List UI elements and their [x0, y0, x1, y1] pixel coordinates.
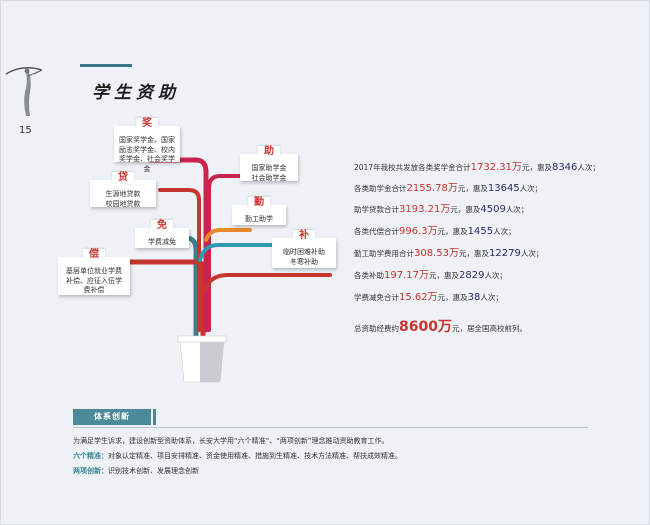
- stat-row: 各类助学金合计2155.78万元，惠及13645人次；: [354, 183, 543, 194]
- note-workstudy: 勤 勤工助学: [232, 197, 286, 225]
- page-title: 学生资助: [92, 83, 180, 103]
- stat-row: 各类补助197.17万元，惠及2829人次；: [354, 270, 507, 281]
- archer-emblem-icon: [5, 67, 43, 116]
- section-heading: 体系创新: [73, 409, 151, 425]
- note-char: 贷: [112, 172, 134, 184]
- trunk-teal: [147, 235, 199, 343]
- note-char: 助: [258, 146, 280, 158]
- section-six-precision: 六个精准：对象认定精准、项目安排精准、资金使用精准、措施到生精准、技术方法精准、…: [73, 452, 402, 460]
- title-rule: [80, 64, 132, 67]
- note-compensation: 偿 基层单位就业学费 补偿、应征入伍学 费补偿: [58, 249, 130, 295]
- note-grant: 助 国家助学金 社会助学金: [240, 146, 298, 182]
- note-scholarship: 奖 国家奖学金、国家 励志奖学金、校内 奖学金、社会奖学金: [114, 118, 180, 173]
- branch-red-right: [203, 273, 332, 292]
- note-char: 勤: [248, 197, 270, 209]
- section-two-innovations: 两项创新：识别技术创新、发展理念创新: [73, 467, 199, 475]
- page-number: 15: [19, 125, 32, 136]
- stat-row: 助学贷款合计3193.21万元，惠及4509人次；: [354, 204, 529, 215]
- section-divider: [73, 427, 588, 428]
- note-exemption: 免 学费减免: [135, 220, 189, 248]
- branch-red-dai: [158, 188, 201, 332]
- branch-orange-qin: [204, 228, 252, 242]
- section-intro: 为满足学生诉求，建设创新型资助体系，长安大学用“六个精准”、“两项创新”理念推动…: [73, 437, 389, 445]
- stat-row: 2017年我校共发放各类奖学金合计1732.31万元，惠及8346人次；: [354, 162, 600, 173]
- stat-row: 学费减免合计15.62万元，惠及38人次；: [354, 292, 503, 303]
- stat-row: 各类代偿合计996.3万元，惠及1455人次；: [354, 226, 516, 237]
- note-char: 奖: [136, 118, 158, 130]
- note-loan: 贷 生源地贷款 校园地贷款: [90, 172, 156, 208]
- stat-total: 总资助经费约8600万元，居全国高校前列。: [354, 319, 527, 335]
- section-heading-tick: [153, 409, 156, 425]
- branch-crimson: [147, 157, 209, 333]
- stat-row: 勤工助学费用合计308.53万元，惠及12279人次；: [354, 248, 544, 259]
- note-char: 补: [293, 230, 315, 242]
- note-char: 免: [151, 220, 173, 232]
- branch-cyan-bu: [198, 243, 280, 262]
- branch-crimson-zhu: [207, 174, 242, 332]
- note-char: 偿: [83, 249, 105, 261]
- note-subsidy: 补 临时困难补助 冬寒补助: [272, 230, 336, 268]
